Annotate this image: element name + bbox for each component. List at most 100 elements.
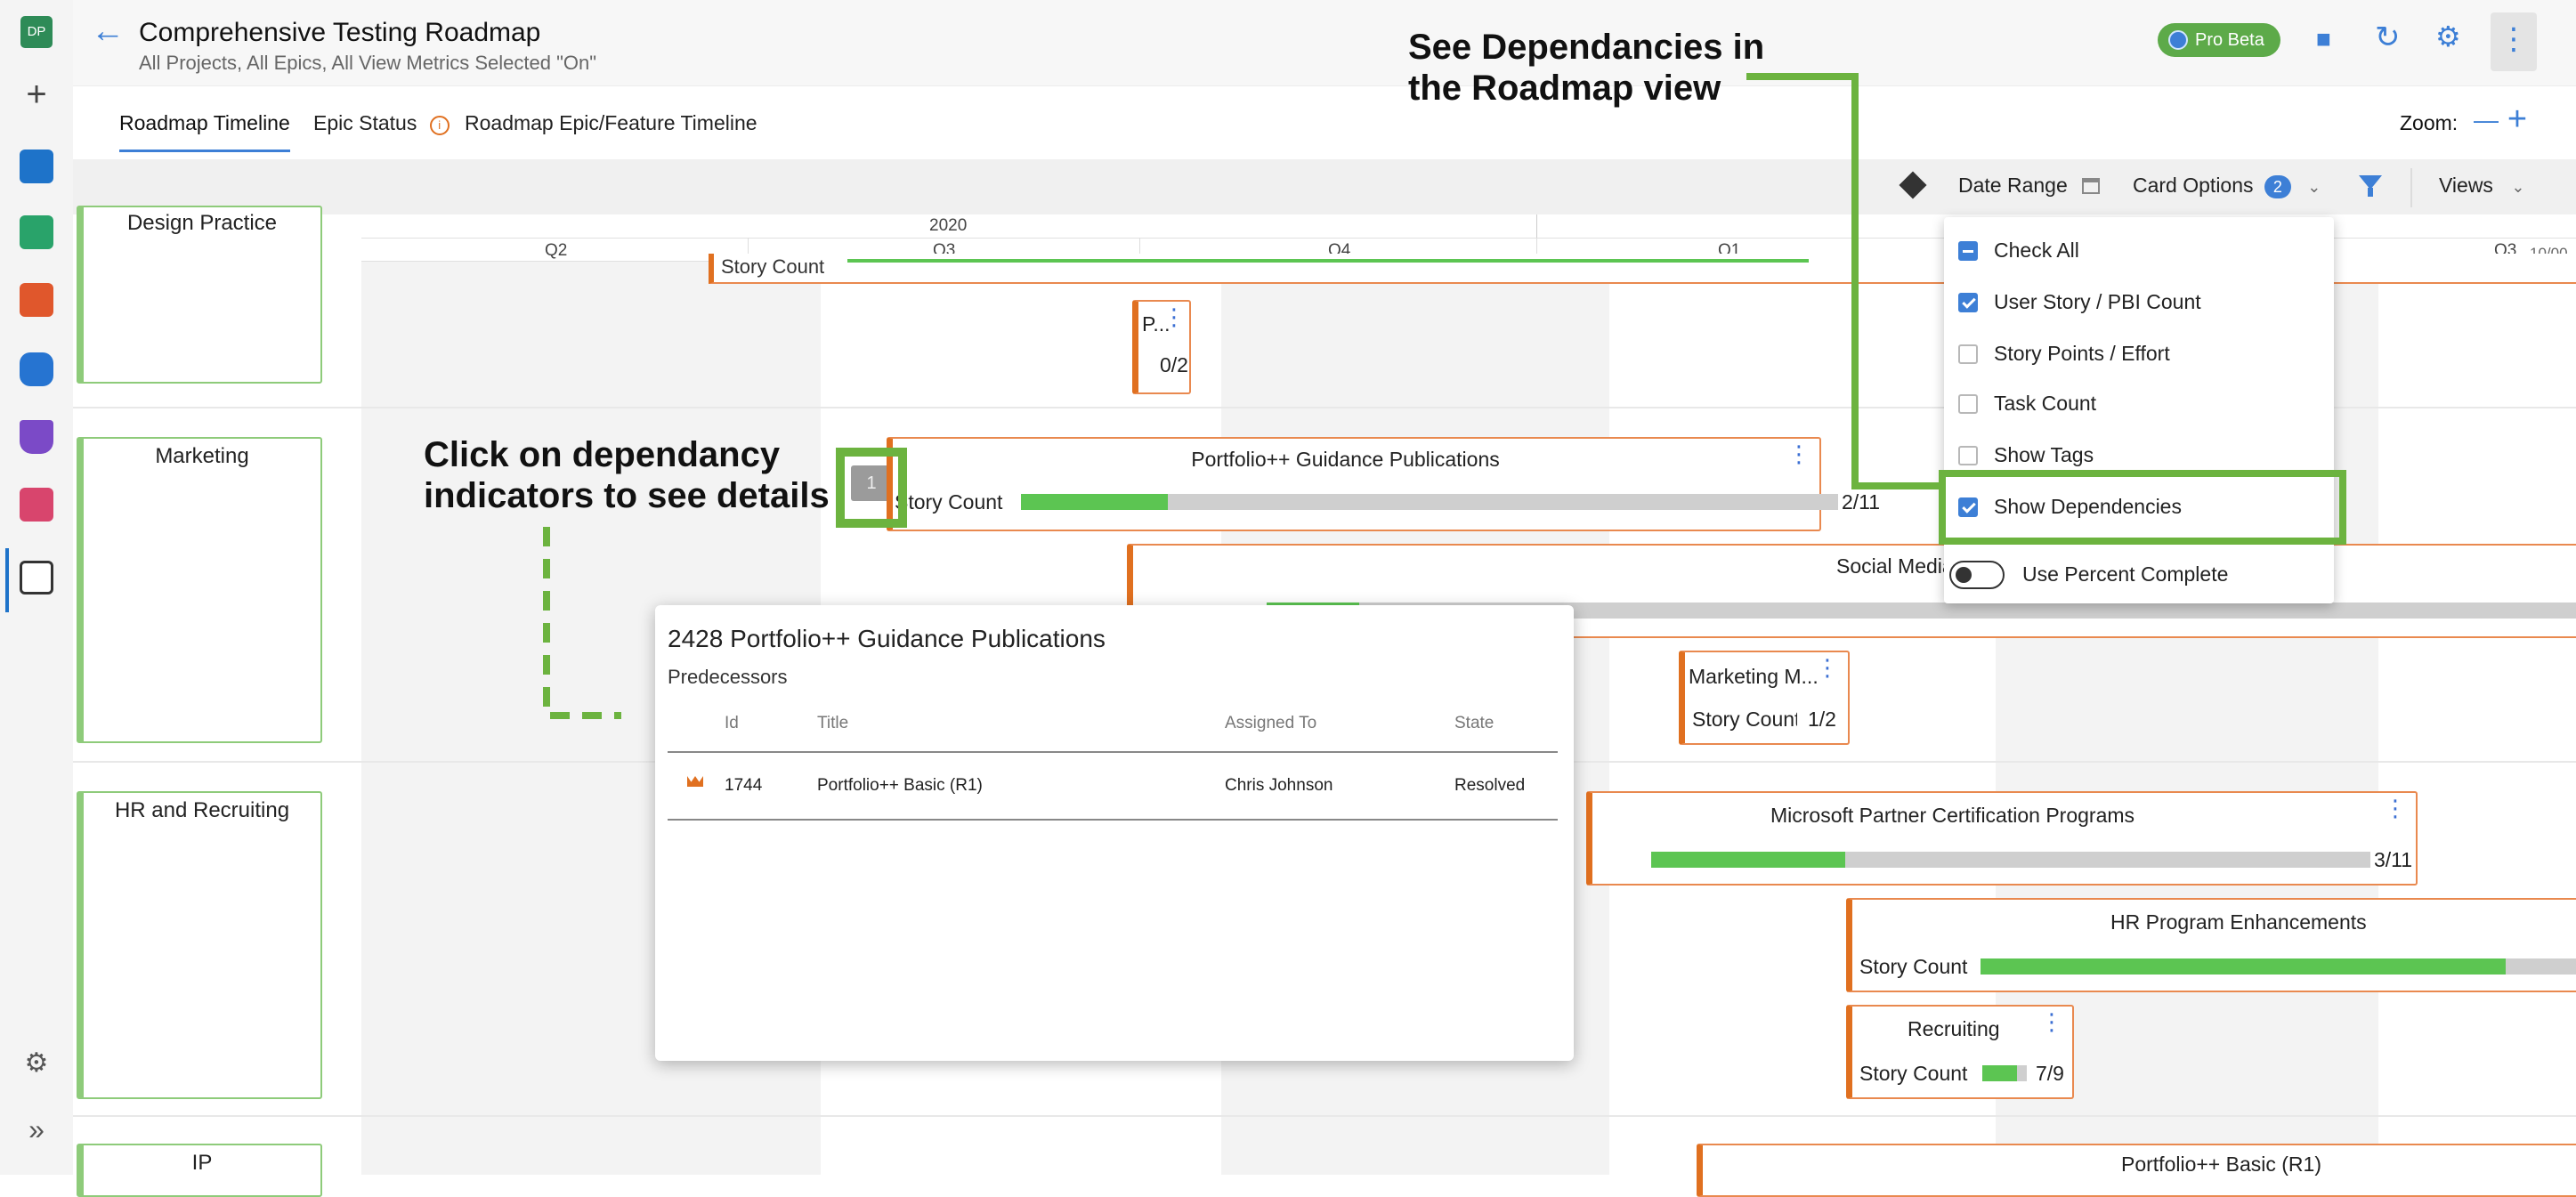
option-label: Check All (1994, 239, 2079, 262)
avatar[interactable]: DP (20, 16, 53, 48)
card-options-button[interactable]: Card Options 2 ⌄ (2133, 174, 2321, 198)
tab-roadmap-epic-feature-timeline[interactable]: Roadmap Epic/Feature Timeline (465, 111, 757, 135)
option-label: Use Percent Complete (2022, 562, 2229, 586)
expand-icon[interactable]: » (28, 1113, 45, 1145)
annotation-click-line2: indicators to see details (424, 476, 830, 515)
progress-bar (1981, 958, 2576, 975)
flask-icon[interactable] (20, 420, 53, 454)
quarter-divider (1139, 238, 1140, 261)
card-label: Story Count (1859, 1062, 1968, 1085)
cut-off-card-label: Story Count (721, 255, 825, 278)
tab-roadmap-timeline[interactable]: Roadmap Timeline (119, 111, 290, 152)
quarter-divider (1536, 238, 1537, 261)
progress-bar (1982, 1065, 2027, 1081)
back-arrow-icon[interactable]: ← (91, 12, 125, 50)
epic-card-p[interactable]: P... ⋮ 0/2 (1132, 300, 1191, 394)
checkbox-show-dependencies[interactable] (1958, 497, 1978, 517)
option-label: Task Count (1994, 392, 2097, 415)
card-title: P... (1142, 312, 1171, 336)
epic-card-hr-program-enhancements[interactable]: HR Program Enhancements Story Count (1846, 898, 2576, 992)
row-state: Resolved (1454, 776, 1526, 795)
boards-icon[interactable] (20, 150, 53, 183)
pro-badge-label: Pro Beta (2195, 30, 2264, 50)
lane-hr-and-recruiting[interactable]: HR and Recruiting (77, 791, 322, 1099)
filter-icon-stem (2368, 188, 2373, 197)
checkbox-task-count[interactable] (1958, 394, 1978, 414)
progress-fill (1021, 494, 1169, 510)
epic-card-recruiting[interactable]: Recruiting ⋮ Story Count 7/9 (1846, 1005, 2074, 1099)
option-task-count[interactable]: Task Count (1958, 392, 2096, 416)
tab-label: Roadmap Timeline (119, 111, 290, 134)
chevron-down-icon: ⌄ (2307, 178, 2321, 196)
epic-card-marketing-m[interactable]: Marketing M... ⋮ Story Count 1/2 (1679, 651, 1850, 745)
date-range-label: Date Range (1958, 174, 2068, 197)
views-label: Views (2439, 174, 2493, 197)
checkbox-check-all[interactable] (1958, 241, 1978, 261)
popup-title: 2428 Portfolio++ Guidance Publications (668, 625, 1106, 652)
chevron-down-icon: ⌄ (2511, 178, 2525, 196)
column-header-title: Title (817, 714, 849, 732)
repos-icon[interactable] (20, 283, 53, 317)
option-show-tags[interactable]: Show Tags (1958, 443, 2094, 467)
indicator-highlight-box (836, 448, 907, 528)
epic-card-guidance-publications[interactable]: Portfolio++ Guidance Publications ⋮ Stor… (887, 437, 1880, 531)
click-callout-dashed-line (543, 527, 621, 719)
popup-section-label: Predecessors (668, 666, 788, 688)
date-range-button[interactable]: Date Range (1958, 174, 2101, 198)
lane-design-practice[interactable]: Design Practice (77, 206, 322, 384)
filter-icon[interactable] (2359, 175, 2382, 190)
gear-icon[interactable]: ⚙ (24, 1048, 49, 1078)
card-title: HR Program Enhancements (2110, 910, 2367, 934)
card-count: 2/11 (1842, 490, 1881, 514)
option-label: Show Dependencies (1994, 495, 2182, 518)
toolbar: Date Range Card Options 2 ⌄ Views ⌄ (73, 159, 2576, 214)
option-check-all[interactable]: Check All (1958, 239, 2079, 263)
option-show-dependencies[interactable]: Show Dependencies (1958, 495, 2182, 519)
option-user-story-count[interactable]: User Story / PBI Count (1958, 290, 2201, 314)
annotation-dependencies-line2: the Roadmap view (1408, 69, 1721, 108)
checkbox-show-tags[interactable] (1958, 446, 1978, 465)
dependency-indicator[interactable]: 1 (851, 465, 892, 501)
card-count: 3/11 (2374, 848, 2413, 871)
column-header-id: Id (725, 714, 739, 732)
roadmap-icon[interactable] (20, 561, 53, 594)
camera-icon[interactable]: ■ (2316, 25, 2331, 53)
checkbox-user-story-count[interactable] (1958, 293, 1978, 312)
refresh-icon[interactable]: ↻ (2375, 20, 2401, 54)
artifacts-icon[interactable] (20, 488, 53, 522)
dependencies-callout-line (1746, 73, 1940, 489)
table-header-divider (668, 751, 1558, 753)
tab-label: Roadmap Epic/Feature Timeline (465, 111, 757, 134)
settings-icon[interactable]: ⚙ (2435, 20, 2461, 53)
lane-marketing[interactable]: Marketing (77, 437, 322, 743)
option-use-percent-complete[interactable]: Use Percent Complete (1949, 561, 2228, 589)
card-menu-icon[interactable]: ⋮ (1787, 441, 1810, 467)
active-indicator (5, 548, 9, 612)
option-story-points[interactable]: Story Points / Effort (1958, 342, 2170, 366)
page-title: Comprehensive Testing Roadmap (139, 18, 541, 47)
test-plans-icon[interactable] (20, 215, 53, 249)
tab-label: Epic Status (313, 111, 417, 134)
views-button[interactable]: Views ⌄ (2439, 174, 2524, 198)
quarter-label-q2: Q2 (545, 241, 568, 260)
card-menu-icon[interactable]: ⋮ (1816, 654, 1839, 681)
pro-beta-badge[interactable]: Pro Beta (2158, 23, 2280, 57)
card-menu-icon[interactable]: ⋮ (2040, 1008, 2063, 1035)
zoom-out-button[interactable]: — (2474, 106, 2499, 133)
more-icon[interactable]: ⋮ (2491, 12, 2537, 71)
quarter-row-line (361, 238, 2576, 239)
table-row[interactable] (668, 753, 1558, 817)
card-menu-icon[interactable]: ⋮ (2384, 795, 2407, 821)
checkbox-story-points[interactable] (1958, 344, 1978, 364)
plus-icon[interactable]: + (26, 75, 47, 114)
epic-card-partner-certification[interactable]: Microsoft Partner Certification Programs… (1586, 791, 2418, 886)
page-subtitle: All Projects, All Epics, All View Metric… (139, 52, 597, 74)
card-label: Story Count (1692, 708, 1797, 731)
progress-bar (1651, 852, 2370, 868)
percent-complete-toggle[interactable] (1949, 561, 2005, 589)
tab-epic-status[interactable]: Epic Status i (313, 111, 450, 135)
zoom-in-button[interactable]: + (2507, 101, 2528, 138)
toggle-knob (1956, 567, 1972, 583)
card-menu-icon[interactable]: ⋮ (1162, 303, 1186, 330)
pipelines-icon[interactable] (20, 352, 53, 386)
